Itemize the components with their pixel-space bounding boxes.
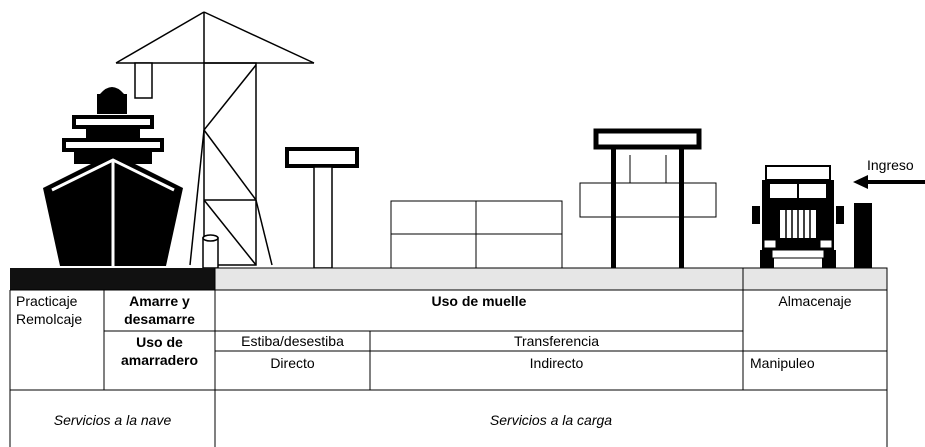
gantry-crane	[579, 128, 717, 269]
container-stack	[390, 200, 563, 269]
remolcaje-label: Remolcaje	[16, 311, 83, 327]
uso-amarradero-label-1: Uso de	[136, 334, 183, 350]
manipuleo-label: Manipuleo	[750, 355, 815, 371]
gate-post	[854, 203, 872, 268]
directo-label: Directo	[270, 355, 315, 371]
almacenaje-label: Almacenaje	[778, 293, 852, 309]
quay-crane	[115, 11, 315, 266]
servicios-carga-label: Servicios a la carga	[489, 412, 613, 428]
services-table-grid	[9, 289, 888, 447]
transferencia-label: Transferencia	[513, 333, 600, 349]
ingreso-label: Ingreso	[867, 157, 914, 173]
amarre-label-2: desamarre	[124, 311, 195, 327]
bollard	[202, 234, 219, 269]
amarre-label-1: Amarre y	[129, 293, 190, 309]
quay-strip	[214, 267, 888, 291]
light-post	[285, 147, 359, 269]
practicaje-label: Practicaje	[16, 293, 78, 309]
estiba-label: Estiba/desestiba	[241, 333, 344, 349]
ingreso-arrow	[853, 175, 925, 189]
ship	[43, 87, 183, 266]
uso-muelle-label: Uso de muelle	[431, 293, 527, 309]
servicios-nave-label: Servicios a la nave	[53, 412, 172, 428]
ship-quay-strip	[10, 268, 215, 290]
uso-amarradero-label-2: amarradero	[120, 352, 199, 368]
indirecto-label: Indirecto	[529, 355, 584, 371]
truck	[752, 165, 844, 268]
